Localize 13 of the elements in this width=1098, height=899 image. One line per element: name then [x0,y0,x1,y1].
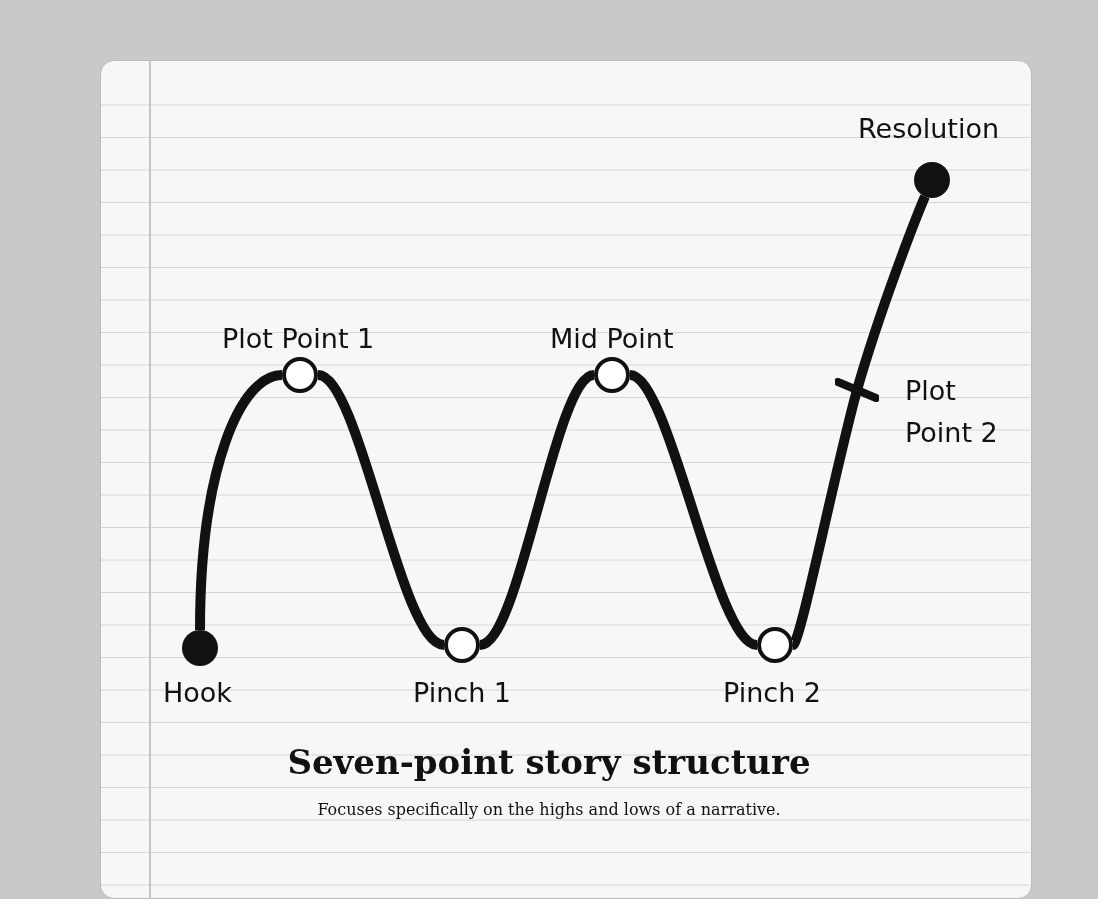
curve-segment [195,370,283,631]
point-label: Plot Point 2 [905,374,999,450]
curve-segment [627,370,760,650]
curve-segment [477,370,597,650]
point-label: Pinch 2 [723,676,822,710]
point-label: Hook [163,676,232,710]
caption: Focuses specifically on the highs and lows of a narrative. [316,800,782,819]
curve-segment [315,370,447,650]
point-label: Mid Point [550,322,674,356]
title: Seven-point story structure [286,742,812,782]
point-label: Pinch 1 [413,676,512,710]
point-label: Resolution [858,112,1000,146]
point-label: Plot Point 1 [222,322,375,356]
